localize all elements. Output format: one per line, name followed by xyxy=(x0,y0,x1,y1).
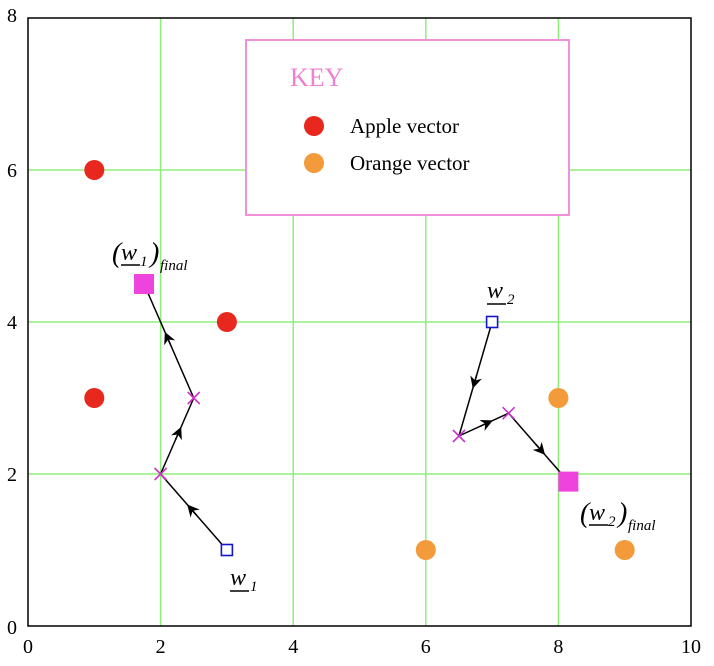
tick-labels: 0 2 4 6 8 10 0 2 4 6 8 xyxy=(7,5,701,658)
final-marker xyxy=(134,274,155,294)
direction-arrow xyxy=(187,504,200,518)
step-marker xyxy=(502,406,516,420)
svg-text:2: 2 xyxy=(608,514,616,530)
x-tick-label: 10 xyxy=(681,636,701,658)
svg-text:final: final xyxy=(628,518,656,534)
plot-frame xyxy=(27,17,692,627)
step-marker xyxy=(154,467,168,481)
svg-text:w: w xyxy=(589,500,605,526)
legend-orange-marker xyxy=(304,153,324,173)
svg-text:final: final xyxy=(160,258,188,274)
y-tick-label: 8 xyxy=(7,5,17,27)
step-marker xyxy=(452,429,466,443)
svg-text:): ) xyxy=(616,498,627,529)
x-tick-label: 0 xyxy=(23,636,33,658)
orange-point xyxy=(614,540,635,560)
svg-text:1: 1 xyxy=(140,254,148,270)
legend-title: KEY xyxy=(290,63,344,92)
y-tick-label: 6 xyxy=(7,160,17,182)
legend-apple-marker xyxy=(304,116,324,136)
direction-arrow xyxy=(479,419,493,431)
direction-arrow xyxy=(470,374,482,389)
y-tick-label: 2 xyxy=(7,464,17,486)
direction-arrow xyxy=(532,441,546,455)
start-marker xyxy=(485,315,499,329)
svg-text:1: 1 xyxy=(250,579,258,595)
w2-annotation: w 2 xyxy=(487,278,515,308)
final-marker xyxy=(558,471,579,492)
svg-text:): ) xyxy=(148,238,159,269)
w2-final-annotation: ( w 2 ) final xyxy=(580,498,656,534)
x-tick-label: 4 xyxy=(288,636,298,658)
legend-box xyxy=(245,39,570,216)
svg-text:2: 2 xyxy=(507,292,515,308)
start-marker xyxy=(220,543,234,557)
svg-text:w: w xyxy=(230,565,246,591)
data-points xyxy=(84,160,635,560)
y-tick-label: 0 xyxy=(7,617,17,639)
legend-apple-label: Apple vector xyxy=(350,114,459,138)
w1-annotation: w 1 xyxy=(230,565,258,595)
legend-orange-label: Orange vector xyxy=(350,151,470,175)
w1-final-annotation: ( w 1 ) final xyxy=(112,238,188,274)
orange-point xyxy=(415,540,436,560)
direction-arrow xyxy=(164,331,176,346)
svg-text:(: ( xyxy=(580,498,591,529)
svg-text:w: w xyxy=(487,278,503,304)
x-tick-label: 8 xyxy=(553,636,563,658)
direction-arrow xyxy=(170,426,182,441)
orange-point xyxy=(548,388,569,408)
trajectories xyxy=(134,274,579,557)
apple-point xyxy=(216,312,237,332)
svg-text:w: w xyxy=(121,240,137,266)
y-tick-label: 4 xyxy=(7,312,17,334)
apple-point xyxy=(84,160,105,180)
svg-text:(: ( xyxy=(112,238,123,269)
apple-point xyxy=(84,388,105,408)
x-tick-label: 6 xyxy=(421,636,431,658)
step-marker xyxy=(187,391,201,405)
legend: KEY Apple vector Orange vector xyxy=(245,39,570,216)
x-tick-label: 2 xyxy=(156,636,166,658)
